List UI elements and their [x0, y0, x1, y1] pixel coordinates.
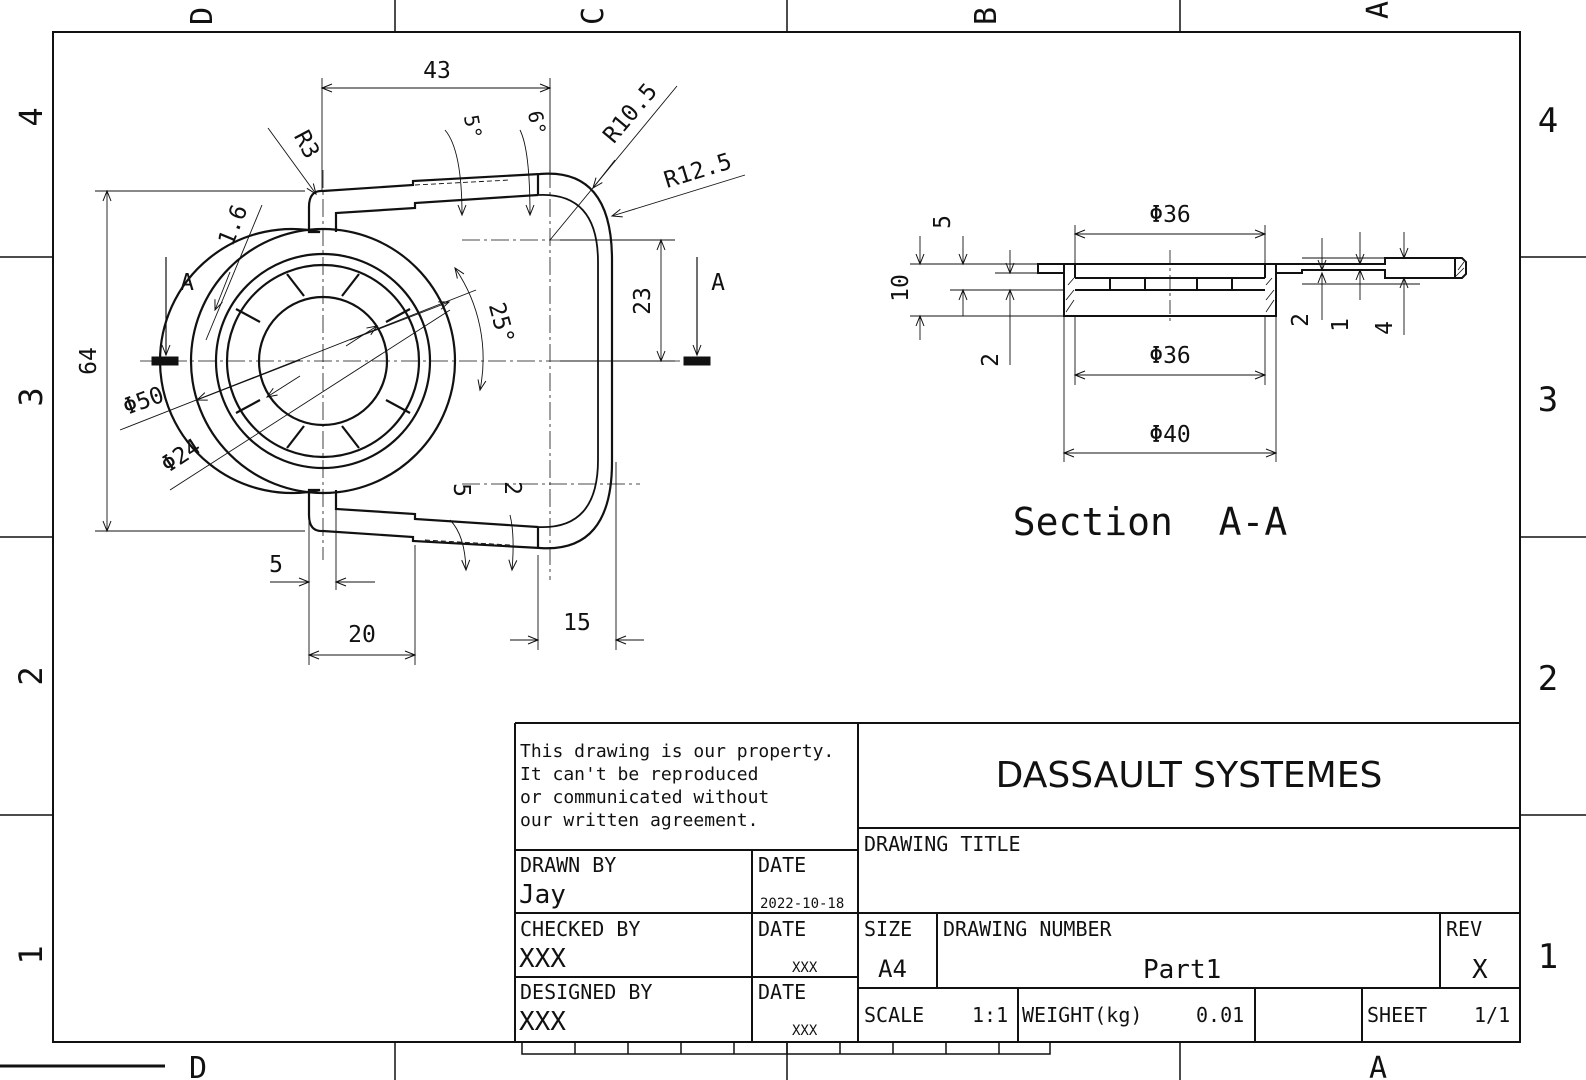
section-title: Section A-A	[1013, 500, 1288, 544]
zone-label-row: 2	[1538, 659, 1558, 699]
section-dimension-lines	[910, 225, 1420, 462]
dim-label: 25°	[483, 300, 519, 347]
section-dimension-labels: Φ36 Φ36 Φ40 5 10 2 2 1 4	[888, 202, 1398, 448]
dim-label: 4	[1372, 321, 1398, 335]
scale-label: SCALE	[864, 1003, 925, 1027]
designed-date-value: XXX	[792, 1023, 818, 1039]
checked-date-label: DATE	[758, 917, 807, 941]
dim-label: 43	[423, 58, 451, 84]
dim-label: 20	[348, 622, 376, 648]
dim-label: 5	[269, 552, 283, 578]
dim-label: Φ36	[1149, 202, 1191, 228]
weight-label: WEIGHT(kg)	[1022, 1003, 1143, 1027]
sheet-label: SHEET	[1367, 1003, 1428, 1027]
dim-label: 5	[930, 215, 956, 229]
drawing-number-value: Part1	[1143, 955, 1222, 985]
section-hatch	[1065, 261, 1465, 313]
drawn-by-label: DRAWN BY	[520, 853, 617, 877]
zone-label-col: A	[1361, 1, 1396, 19]
dim-label: Φ40	[1149, 422, 1191, 448]
dim-label: R12.5	[661, 149, 735, 194]
dim-label: 2	[978, 353, 1004, 367]
dimension-labels: 43 R3 5° 6° R10.5 R12.5 1.6 64 23 Φ50 Φ2…	[76, 58, 735, 648]
dim-label: 5	[448, 483, 474, 497]
dim-label: 23	[630, 287, 656, 315]
drawing-number-label: DRAWING NUMBER	[943, 917, 1112, 941]
checked-date-value: XXX	[792, 960, 818, 976]
zone-label-col: C	[576, 7, 611, 25]
size-label: SIZE	[864, 917, 913, 941]
zone-label-row: 3	[1538, 380, 1558, 420]
dim-label: Φ36	[1149, 343, 1191, 369]
dim-label: 5°	[459, 113, 487, 141]
property-notice-line: or communicated without	[520, 787, 770, 808]
dimension-lines	[95, 78, 746, 665]
dim-label: 10	[888, 274, 914, 302]
section-outline	[1037, 257, 1467, 317]
designed-date-label: DATE	[758, 980, 807, 1004]
dim-label: R10.5	[598, 79, 662, 149]
checked-by-label: CHECKED BY	[520, 917, 641, 941]
designed-by-label: DESIGNED BY	[520, 980, 653, 1004]
drawn-by-value: Jay	[519, 880, 566, 910]
company-name: DASSAULT SYSTEMES	[995, 755, 1383, 796]
zone-label-row: 2	[12, 666, 50, 685]
dim-label: 6°	[523, 109, 551, 137]
dim-label: 1	[1328, 318, 1354, 332]
property-notice-line: This drawing is our property.	[520, 741, 835, 762]
property-notice-line: our written agreement.	[520, 810, 759, 831]
dim-label: R3	[288, 126, 324, 163]
rev-label: REV	[1446, 917, 1483, 941]
weight-value: 0.01	[1196, 1003, 1245, 1027]
title-block-grid	[514, 722, 1520, 1042]
zone-label-row: 4	[12, 107, 50, 126]
dim-label: 64	[76, 347, 102, 375]
dim-label: 15	[563, 610, 591, 636]
zone-labels-right: 4 3 2 1	[1538, 101, 1558, 977]
scale-value: 1:1	[972, 1003, 1009, 1027]
section-mark-label: A	[711, 270, 725, 296]
dim-label: 1.6	[214, 201, 254, 249]
section-cut-line	[151, 257, 711, 366]
drawn-date-label: DATE	[758, 853, 807, 877]
zone-label-col: D	[185, 7, 220, 25]
size-value: A4	[878, 955, 907, 983]
drawn-date-value: 2022-10-18	[760, 896, 845, 912]
property-notice-line: It can't be reproduced	[520, 764, 759, 785]
zone-label-row: 3	[12, 387, 50, 406]
section-mark-label: A	[180, 270, 194, 296]
zone-label-row: 1	[12, 945, 50, 964]
section-view: Φ36 Φ36 Φ40 5 10 2 2 1 4 Section A-A	[888, 202, 1467, 544]
designed-by-value: XXX	[519, 1007, 566, 1037]
zone-label-col: B	[969, 7, 1004, 25]
rev-value: X	[1472, 955, 1488, 985]
dim-label: 2	[1288, 313, 1314, 327]
dim-label: 2	[499, 481, 525, 495]
zone-label-row: 1	[1538, 937, 1558, 977]
zone-labels-left: 4 3 2 1	[12, 107, 50, 964]
zone-labels-bottom: D A	[189, 1051, 1387, 1080]
zone-label-col: D	[189, 1051, 207, 1080]
checked-by-value: XXX	[519, 944, 566, 974]
drawing-title-label: DRAWING TITLE	[864, 832, 1021, 856]
front-view: 43 R3 5° 6° R10.5 R12.5 1.6 64 23 Φ50 Φ2…	[76, 58, 746, 665]
zone-label-row: 4	[1538, 101, 1558, 141]
zone-labels-top: D C B A	[185, 1, 1396, 25]
zone-label-col: A	[1369, 1051, 1387, 1080]
sheet-value: 1/1	[1474, 1003, 1511, 1027]
dim-label: Φ50	[120, 382, 168, 421]
